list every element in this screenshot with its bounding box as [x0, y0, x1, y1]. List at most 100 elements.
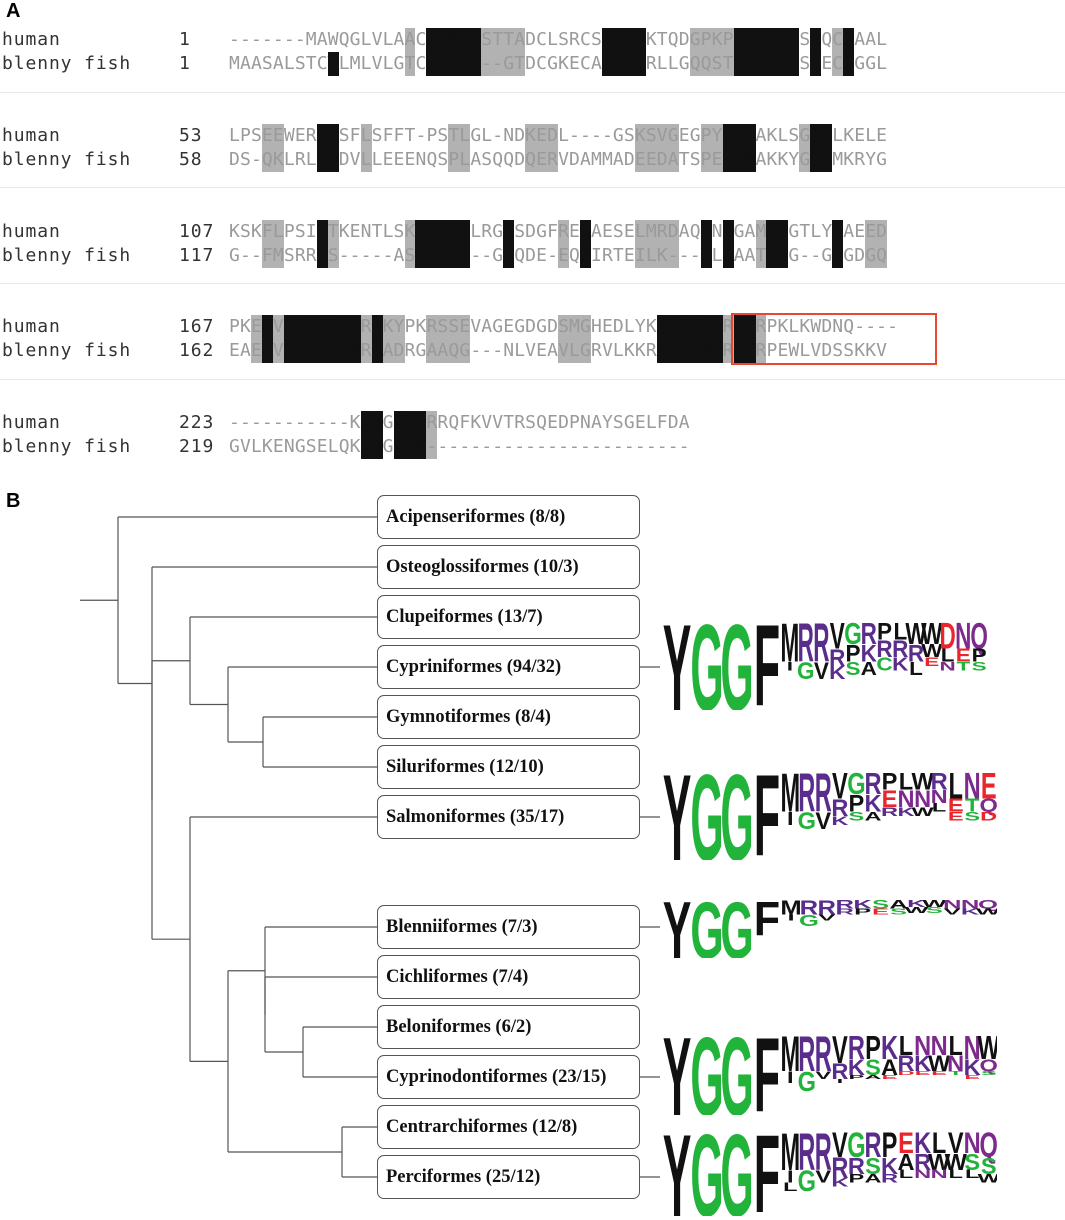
logo-letter: R — [864, 1132, 881, 1165]
residue: T — [777, 52, 789, 76]
logo-letter: V — [815, 1167, 831, 1186]
residue: - — [382, 245, 394, 266]
residue: - — [415, 125, 427, 146]
residue: E — [261, 124, 273, 148]
residue: T — [612, 245, 624, 266]
residue: G — [349, 29, 361, 50]
logo-letter: R — [908, 640, 924, 667]
residue: K — [382, 315, 394, 339]
residue: - — [656, 436, 668, 457]
residue: R — [854, 149, 866, 170]
start-position: 1 — [179, 53, 191, 74]
logo-letter: R — [848, 1153, 865, 1179]
residue: - — [349, 245, 361, 266]
logo-letter: E — [948, 796, 964, 816]
residue: R — [360, 315, 372, 339]
residue: S — [404, 244, 416, 268]
residue: S — [612, 221, 624, 242]
residue: Q — [338, 29, 350, 50]
logo-letter: E — [898, 1132, 914, 1160]
residue: S — [525, 412, 537, 433]
residue: C — [415, 53, 427, 74]
start-position: 117 — [179, 245, 215, 266]
residue: - — [492, 52, 504, 76]
residue: - — [437, 436, 449, 457]
block-divider — [0, 92, 1065, 93]
residue: M — [590, 149, 602, 170]
residue: S — [514, 221, 526, 242]
residue: S — [437, 315, 449, 339]
residue: - — [470, 340, 482, 361]
logo-letter: G — [690, 772, 723, 860]
residue: - — [261, 412, 273, 433]
residue: L — [569, 339, 580, 363]
residue: C — [788, 52, 800, 76]
residue: R — [569, 29, 580, 50]
residue: F — [261, 220, 273, 244]
residue: Q — [338, 436, 350, 457]
residue: - — [590, 125, 602, 146]
logo-letter: S — [890, 908, 907, 917]
residue: T — [777, 220, 789, 244]
logo-letter: E — [915, 1070, 931, 1077]
residue: L — [810, 221, 822, 242]
residue: R — [722, 315, 734, 339]
residue: S — [371, 125, 383, 146]
logo-letter: R — [815, 772, 832, 823]
residue: F — [393, 125, 405, 146]
logo-letter: S — [981, 1070, 997, 1077]
residue: L — [250, 436, 262, 457]
residue: K — [338, 221, 350, 242]
logo-letter: A — [881, 1055, 898, 1080]
residue: V — [810, 340, 822, 361]
order-label: Cyprinodontiformes (23/15) — [386, 1067, 607, 1087]
logo-letter: G — [690, 1132, 723, 1216]
residue: D — [525, 316, 537, 337]
residue: M — [569, 315, 580, 339]
residue: C — [536, 53, 548, 74]
logo-letter: I — [787, 1167, 794, 1186]
residue: T — [678, 149, 690, 170]
residue: E — [536, 148, 548, 172]
residue: L — [437, 28, 449, 52]
logo-letter: A — [861, 659, 877, 680]
residue: R — [755, 315, 767, 339]
residue: S — [305, 436, 317, 457]
residue: K — [349, 436, 361, 457]
residue: Q — [525, 148, 537, 172]
residue: S — [843, 340, 855, 361]
residue: W — [283, 125, 295, 146]
residue: A — [514, 28, 526, 52]
residue: - — [492, 436, 504, 457]
residue: A — [580, 149, 591, 170]
logo-letter: C — [876, 654, 892, 675]
residue: D — [722, 220, 734, 244]
residue: S — [415, 244, 427, 268]
species-name: blenny fish — [2, 436, 132, 457]
residue: D — [667, 220, 679, 244]
logo-letter: W — [978, 1035, 997, 1067]
residue: P — [722, 28, 734, 52]
logo-letter: L — [899, 1035, 913, 1061]
residue: - — [272, 29, 284, 50]
residue: S — [612, 412, 624, 433]
residue: - — [536, 436, 548, 457]
logo-letter: S — [865, 1055, 881, 1080]
species-name: human — [2, 125, 61, 146]
residue: R — [371, 339, 383, 363]
residue: G — [689, 125, 701, 146]
residue: Y — [305, 339, 317, 363]
residue: K — [865, 340, 877, 361]
residue: - — [503, 436, 515, 457]
order-box: Centrarchiformes (12/8) — [377, 1105, 640, 1149]
residue: G — [580, 339, 591, 363]
residue: E — [777, 340, 789, 361]
residue: G — [667, 124, 679, 148]
residue: F — [404, 411, 416, 435]
logo-letter: E — [948, 809, 964, 823]
species-name: blenny fish — [2, 340, 132, 361]
residue: Q — [426, 149, 438, 170]
residue: L — [865, 125, 877, 146]
residue: A — [250, 53, 262, 74]
